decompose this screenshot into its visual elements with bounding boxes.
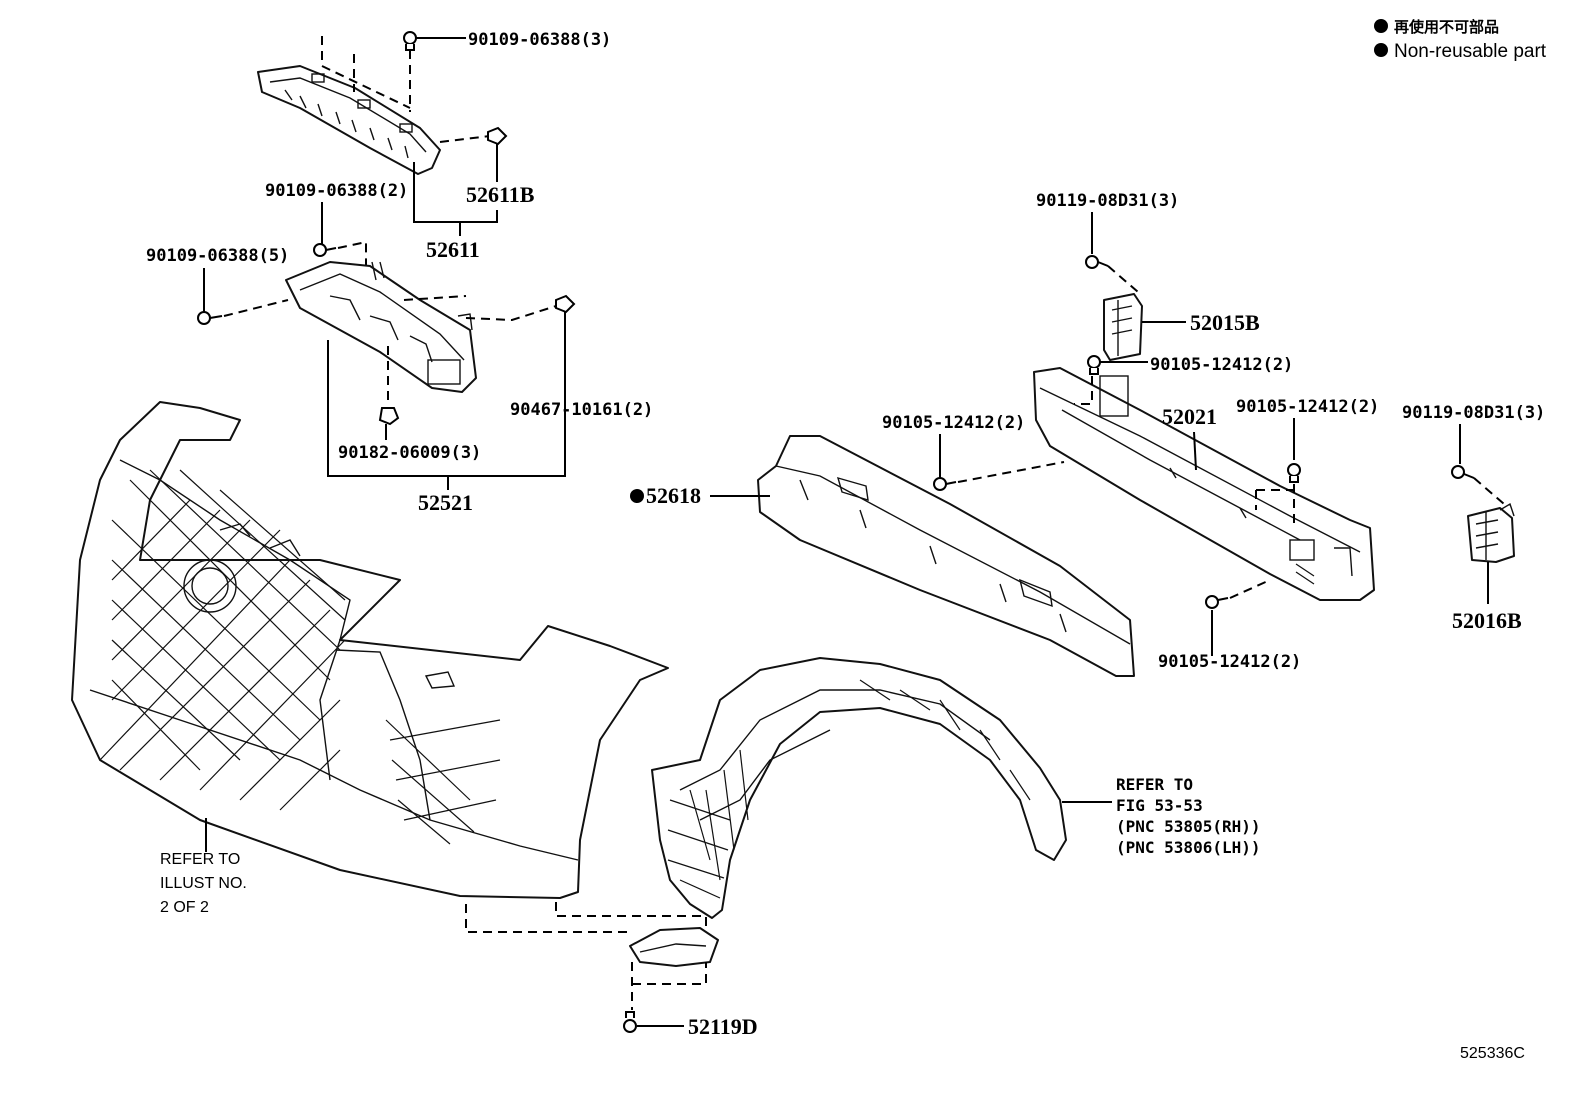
legend: 再使用不可部品 Non-reusable part <box>1374 18 1547 62</box>
fender-liner <box>651 657 1067 919</box>
non-reusable-dot-icon <box>1374 19 1388 33</box>
lower-bracket-52119D <box>629 927 719 967</box>
label-90105-12412-d: 90105-12412(2) <box>1158 652 1301 672</box>
refer-illust-line2: ILLUST NO. <box>160 875 247 892</box>
nut-icon <box>378 407 400 426</box>
bracket-52016B <box>1467 502 1515 563</box>
label-52611B: 52611B <box>466 182 535 207</box>
front-bumper-cover <box>71 401 669 899</box>
bracket-52015B <box>1103 293 1143 361</box>
label-90467-10161: 90467-10161(2) <box>510 400 653 420</box>
refer-fig-line3: (PNC 53805(RH)) <box>1116 817 1261 836</box>
bolt-icon <box>1287 463 1301 483</box>
clip-icon <box>487 126 508 146</box>
label-90105-12412-c: 90105-12412(2) <box>1236 397 1379 417</box>
label-52021: 52021 <box>1162 404 1217 429</box>
label-52016B: 52016B <box>1452 608 1522 633</box>
bolt-icon <box>197 311 223 325</box>
refer-fig-line4: (PNC 53806(LH)) <box>1116 838 1261 857</box>
label-90105-12412-a: 90105-12412(2) <box>1150 355 1293 375</box>
bolt-icon <box>1087 355 1101 375</box>
energy-absorber-52618 <box>757 435 1135 677</box>
legend-en-text: Non-reusable part <box>1394 41 1547 62</box>
upper-bracket-52611 <box>257 65 441 175</box>
lower-bracket-52521 <box>285 261 477 393</box>
bolt-icon <box>1085 255 1109 269</box>
label-90119-08D31-a: 90119-08D31(3) <box>1036 191 1179 211</box>
bolt-icon <box>1205 595 1229 609</box>
legend-jp-text: 再使用不可部品 <box>1394 18 1499 36</box>
label-90109-06388-3: 90109-06388(3) <box>468 30 611 50</box>
non-reusable-dot-icon <box>630 489 644 503</box>
label-90182-06009: 90182-06009(3) <box>338 443 481 463</box>
label-52618: 52618 <box>646 483 701 508</box>
diagram-id: 525336C <box>1460 1045 1525 1062</box>
label-52521: 52521 <box>418 490 473 515</box>
label-52119D: 52119D <box>688 1014 758 1039</box>
clip-icon <box>555 294 576 314</box>
label-52015B: 52015B <box>1190 310 1260 335</box>
non-reusable-dot-icon <box>1374 43 1388 57</box>
label-90105-12412-b: 90105-12412(2) <box>882 413 1025 433</box>
label-90109-06388-5: 90109-06388(5) <box>146 246 289 266</box>
bolt-icon <box>933 477 957 491</box>
label-90119-08D31-b: 90119-08D31(3) <box>1402 403 1545 423</box>
refer-illust-line1: REFER TO <box>160 851 240 868</box>
label-90109-06388-2: 90109-06388(2) <box>265 181 408 201</box>
bolt-icon <box>403 31 417 51</box>
refer-illust-line3: 2 OF 2 <box>160 899 209 916</box>
label-52611: 52611 <box>426 237 480 262</box>
bolt-icon <box>1451 465 1475 479</box>
bumper-reinforcement-52021 <box>1033 367 1375 601</box>
refer-fig-line2: FIG 53-53 <box>1116 796 1203 815</box>
refer-fig-line1: REFER TO <box>1116 775 1193 794</box>
bolt-icon <box>313 243 337 257</box>
bolt-icon <box>623 1011 637 1033</box>
